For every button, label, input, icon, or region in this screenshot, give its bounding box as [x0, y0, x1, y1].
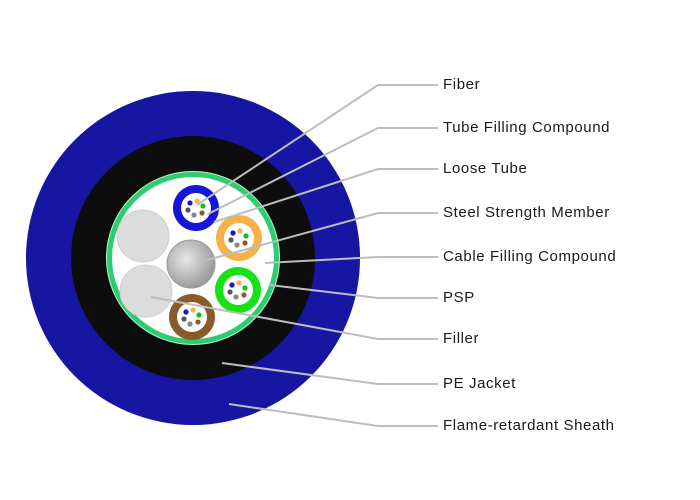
label-steel-strength-member: Steel Strength Member	[443, 204, 610, 221]
label-tube-filling-compound: Tube Filling Compound	[443, 119, 611, 136]
loose-tube-blue	[173, 185, 219, 231]
label-flame-retardant-sheath: Flame-retardant Sheath	[443, 417, 615, 434]
leader-line-flame-retardant-sheath	[228, 403, 438, 427]
leader-line-loose-tube	[213, 168, 438, 223]
loose-tube-green	[215, 267, 261, 313]
filler-bottom	[119, 264, 173, 318]
loose-tube-brown	[169, 294, 215, 340]
label-loose-tube: Loose Tube	[443, 160, 528, 177]
leader-line-psp	[269, 284, 438, 299]
label-pe-jacket: PE Jacket	[443, 375, 516, 392]
loose-tube-orange	[216, 215, 262, 261]
leader-line-tube-filling-compound	[207, 127, 438, 215]
leader-line-filler	[150, 296, 438, 340]
leader-line-steel-strength-member	[199, 212, 438, 263]
leader-line-cable-filling-compound	[264, 256, 438, 264]
steel-strength-member	[166, 239, 216, 289]
label-filler: Filler	[443, 330, 480, 347]
leader-line-pe-jacket	[221, 362, 438, 385]
label-cable-filling-compound: Cable Filling Compound	[443, 248, 617, 265]
leader-lines	[150, 84, 438, 427]
filler-top	[116, 209, 170, 263]
label-psp: PSP	[443, 289, 475, 306]
leader-line-fiber	[196, 84, 438, 206]
label-fiber: Fiber	[443, 76, 481, 93]
